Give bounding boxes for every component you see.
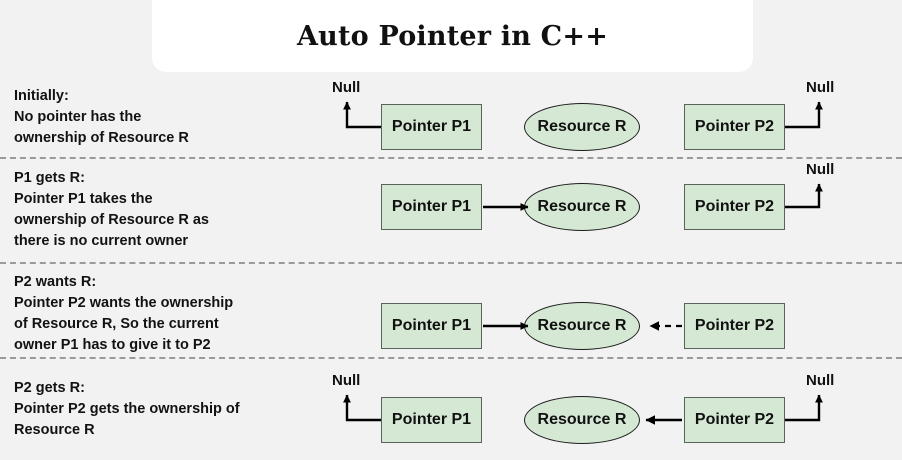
resource-r-ellipse[interactable]: Resource R <box>524 183 640 231</box>
pointer-p1-label: Pointer P1 <box>391 198 472 215</box>
pointer-p2-box[interactable]: Pointer P2 <box>684 303 785 349</box>
pointer-p2-box[interactable]: Pointer P2 <box>684 397 785 443</box>
p2-null-label: Null <box>806 372 835 389</box>
pointer-p2-label: Pointer P2 <box>694 411 775 428</box>
p1-null-arrow <box>343 101 381 129</box>
pointer-p1-box[interactable]: Pointer P1 <box>381 397 482 443</box>
pointer-p2-box[interactable]: Pointer P2 <box>684 104 785 150</box>
row-separator-3 <box>0 357 902 359</box>
resource-r-label: Resource R <box>537 118 627 135</box>
p1-null-label: Null <box>332 372 361 389</box>
row-initially: Initially: No pointer has the ownership … <box>0 72 902 159</box>
row-p1-gets-r-diagram: Null Pointer P1 Resource R Pointer P2 <box>0 158 902 268</box>
row-p1-gets-r-description: Pointer P1 takes the ownership of Resour… <box>14 191 209 249</box>
row-p2-wants-r-description: Pointer P2 wants the ownership of Resour… <box>14 295 234 353</box>
p1-null-arrow <box>343 394 381 422</box>
resource-r-label: Resource R <box>537 317 627 334</box>
pointer-p2-label: Pointer P2 <box>694 317 775 334</box>
row-separator-1 <box>0 157 902 159</box>
pointer-p2-box[interactable]: Pointer P2 <box>684 184 785 230</box>
resource-r-label: Resource R <box>537 198 627 215</box>
pointer-p1-box[interactable]: Pointer P1 <box>381 184 482 230</box>
pointer-p1-box[interactable]: Pointer P1 <box>381 303 482 349</box>
page-title: Auto Pointer in C++ <box>296 20 609 52</box>
row-p1-gets-r: P1 gets R: Pointer P1 takes the ownershi… <box>0 158 902 268</box>
title-card: Auto Pointer in C++ <box>152 0 753 72</box>
row-p1-gets-r-heading: P1 gets R: <box>14 170 85 186</box>
row-p2-gets-r-diagram: Null Null Pointer P1 Resource R Pointer … <box>0 358 902 460</box>
row-initially-diagram: Null Null Pointer P1 Resource R Pointer … <box>0 72 902 158</box>
pointer-p1-label: Pointer P1 <box>391 317 472 334</box>
p2-null-arrow <box>785 101 823 129</box>
resource-r-ellipse[interactable]: Resource R <box>524 103 640 151</box>
row-p2-gets-r-heading: P2 gets R: <box>14 380 85 396</box>
row-initially-description: No pointer has the ownership of Resource… <box>14 109 189 146</box>
pointer-p1-label: Pointer P1 <box>391 411 472 428</box>
row-separator-2 <box>0 262 902 264</box>
resource-r-label: Resource R <box>537 411 627 428</box>
resource-r-ellipse[interactable]: Resource R <box>524 302 640 350</box>
p2-null-label: Null <box>806 79 835 96</box>
row-initially-heading: Initially: <box>14 88 69 104</box>
pointer-p1-box[interactable]: Pointer P1 <box>381 104 482 150</box>
resource-r-ellipse[interactable]: Resource R <box>524 396 640 444</box>
row-p2-wants-r-heading: P2 wants R: <box>14 274 97 290</box>
row-p2-wants-r: P2 wants R: Pointer P2 wants the ownersh… <box>0 262 902 359</box>
p2-null-arrow <box>785 183 823 209</box>
p1-null-label: Null <box>332 79 361 96</box>
row-p2-wants-r-diagram: Pointer P1 Resource R Pointer P2 <box>0 262 902 358</box>
row-p2-gets-r: P2 gets R: Pointer P2 gets the ownership… <box>0 358 902 460</box>
pointer-p2-label: Pointer P2 <box>694 198 775 215</box>
row-p2-gets-r-description: Pointer P2 gets the ownership of Resourc… <box>14 401 240 438</box>
pointer-p1-label: Pointer P1 <box>391 118 472 135</box>
p2-null-arrow <box>785 394 823 422</box>
p2-null-label: Null <box>806 161 835 178</box>
pointer-p2-label: Pointer P2 <box>694 118 775 135</box>
